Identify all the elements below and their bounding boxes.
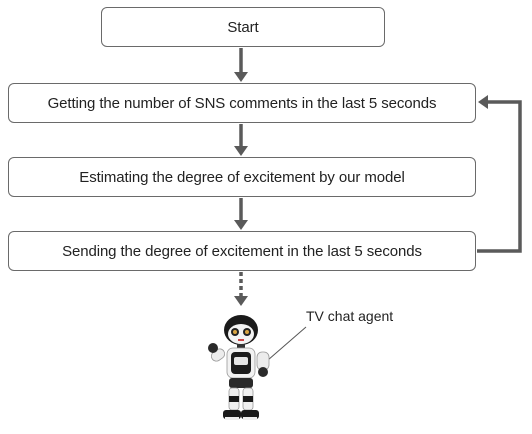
step2-label: Estimating the degree of excitement by o… (79, 168, 405, 186)
step-get-sns-comments: Getting the number of SNS comments in th… (8, 83, 476, 123)
step-estimate-excitement: Estimating the degree of excitement by o… (8, 157, 476, 197)
agent-label: TV chat agent (306, 308, 394, 324)
arrowhead-step1 (234, 72, 248, 82)
arrowhead-agent (234, 296, 248, 306)
start-label: Start (227, 18, 259, 36)
loop-back-arrow (477, 100, 522, 253)
start-node: Start (101, 7, 385, 47)
step-send-excitement: Sending the degree of excitement in the … (8, 231, 476, 271)
step1-label: Getting the number of SNS comments in th… (47, 94, 437, 112)
step3-label: Sending the degree of excitement in the … (62, 242, 422, 260)
robot-icon (208, 315, 270, 420)
arrowhead-loop (478, 95, 488, 109)
agent-callout-line (267, 326, 307, 361)
arrowhead-step2 (234, 146, 248, 156)
arrowhead-step3 (234, 220, 248, 230)
